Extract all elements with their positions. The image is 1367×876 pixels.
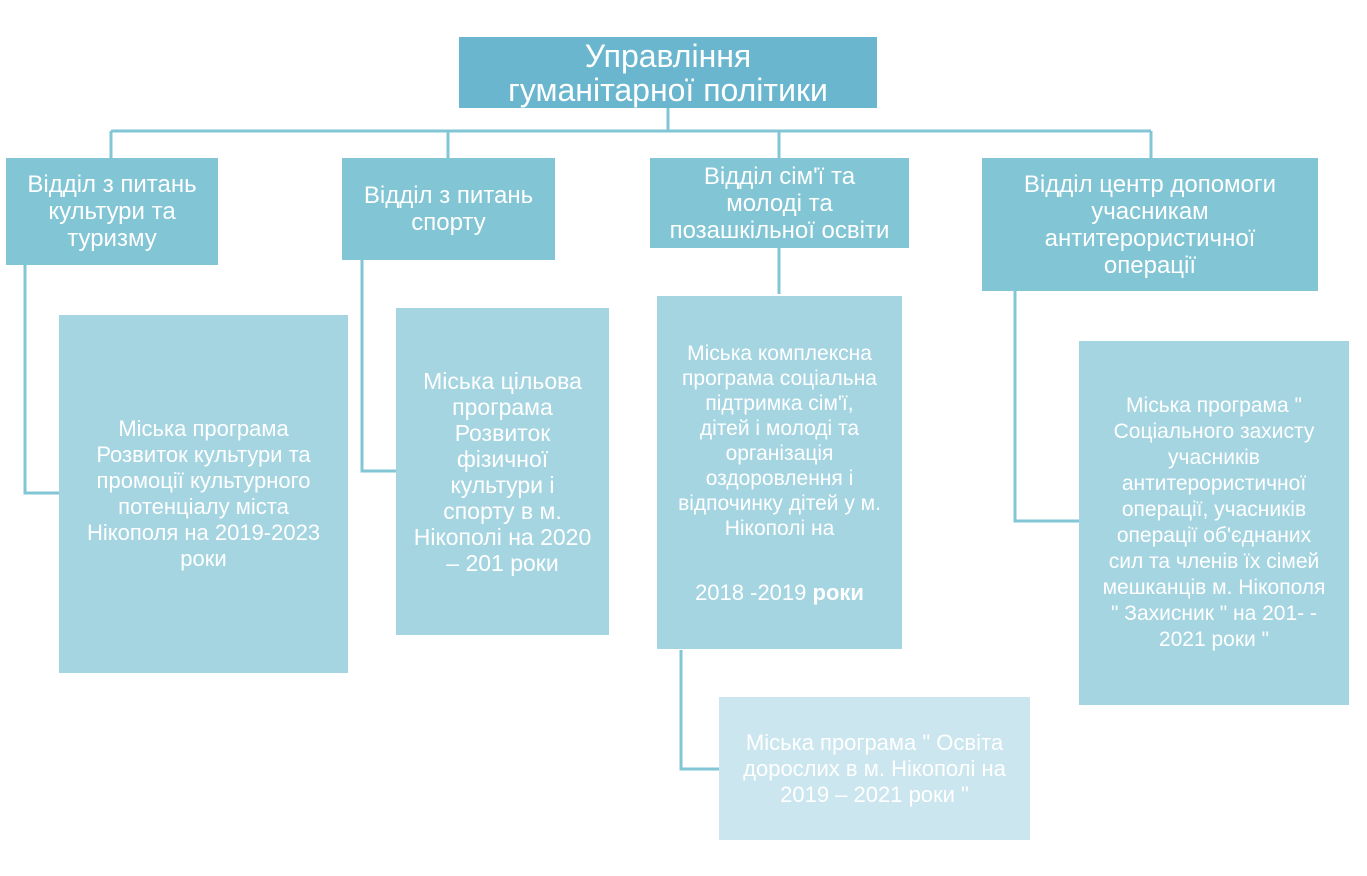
- connector-dept-4-prog-4: [1013, 291, 1079, 523]
- program-label: Міська програма " Освіта дорослих в м. Н…: [743, 729, 1006, 807]
- program-label-wrap: Міська комплексна програма соціальна під…: [678, 316, 881, 630]
- root-node-management: Управління гуманітарної політики: [459, 37, 877, 108]
- connector-prog-3-prog-5: [679, 650, 719, 771]
- department-sport: Відділ з питань спорту: [342, 158, 555, 260]
- department-label: Відділ з питань спорту: [363, 182, 534, 236]
- program-years-range: 2018 -2019: [695, 579, 813, 605]
- department-family-youth: Відділ сім'ї та молоді та позашкільної о…: [650, 158, 909, 248]
- program-years: 2018 -2019 роки: [678, 580, 881, 605]
- department-ato-help-center: Відділ центр допомоги учасникам антитеро…: [982, 158, 1318, 291]
- department-label: Відділ центр допомоги учасникам антитеро…: [1023, 170, 1277, 279]
- program-years-suffix: роки: [812, 579, 864, 605]
- program-sport: Міська цільова програма Розвиток фізично…: [396, 308, 609, 635]
- connector-dept-2-prog-2: [360, 260, 396, 473]
- program-label: Міська програма Розвиток культури та про…: [86, 416, 321, 571]
- connector-dept-1-prog-1: [23, 265, 59, 495]
- department-label: Відділ сім'ї та молоді та позашкільної о…: [669, 162, 890, 244]
- program-label: Міська програма " Соціального захисту уч…: [1102, 394, 1326, 651]
- root-title: Управління гуманітарної політики: [508, 37, 828, 108]
- program-family-youth: Міська комплексна програма соціальна під…: [657, 296, 902, 649]
- program-ato-defender: Міська програма " Соціального захисту уч…: [1079, 341, 1349, 705]
- program-label: Міська комплексна програма соціальна під…: [678, 341, 881, 540]
- program-adult-education: Міська програма " Освіта дорослих в м. Н…: [719, 697, 1030, 840]
- program-culture: Міська програма Розвиток культури та про…: [59, 315, 348, 673]
- department-culture-tourism: Відділ з питань культури та туризму: [6, 158, 218, 265]
- program-label: Міська цільова програма Розвиток фізично…: [413, 367, 592, 576]
- department-label: Відділ з питань культури та туризму: [27, 171, 197, 252]
